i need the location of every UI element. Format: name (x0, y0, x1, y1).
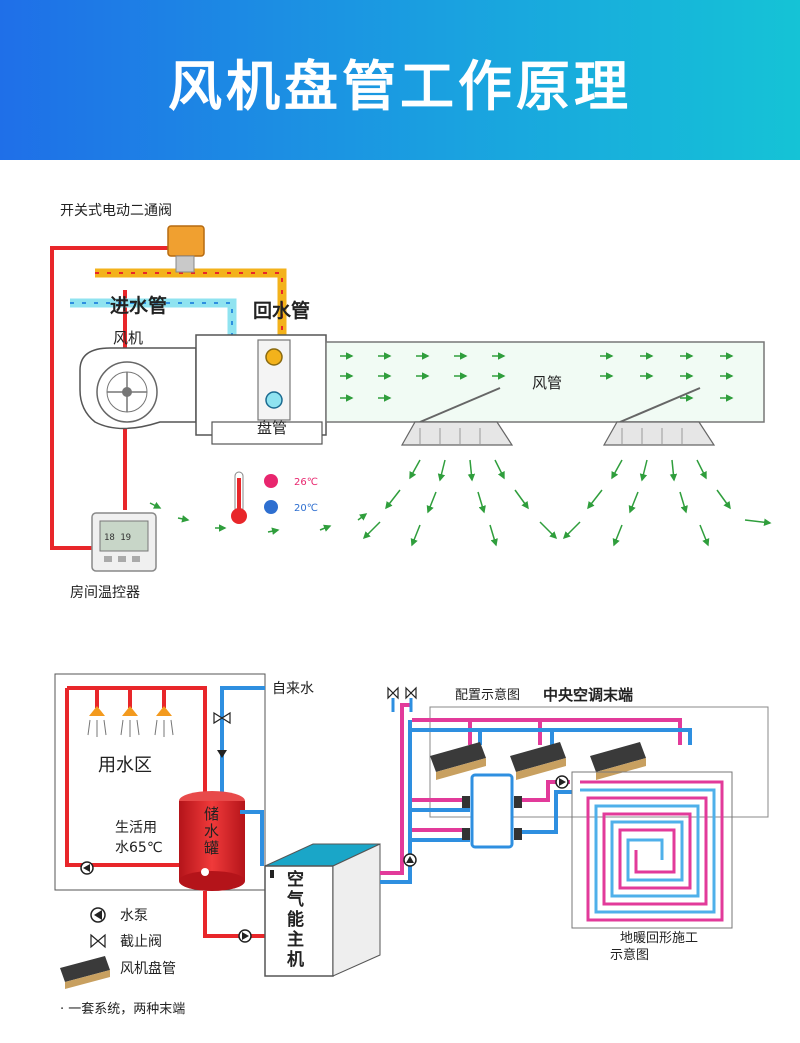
thermostat-label: 房间温控器 (70, 585, 140, 601)
legend-valve-icon (90, 933, 106, 949)
control-wire-left (50, 246, 170, 550)
svg-text:18 19: 18 19 (104, 533, 131, 543)
host-char-5: 机 (287, 949, 304, 970)
distributor-tank (470, 773, 514, 849)
shower-icons (87, 706, 174, 737)
tank-host-hot-pipe (203, 891, 268, 938)
supply-air-arrows (149, 459, 772, 547)
legend-fan-coil-label: 风机盘管 (120, 960, 176, 977)
floor-heating-label-2: 示意图 (610, 947, 649, 963)
host-supply-pipe (380, 703, 412, 875)
water-zone-label: 用水区 (98, 755, 152, 776)
duct-airflow-arrows (340, 352, 734, 402)
tank-char-3: 罐 (204, 839, 219, 857)
coil-label: 盘管 (257, 419, 287, 437)
hot-supply-pipe (67, 686, 207, 800)
config-label: 配置示意图 (455, 687, 520, 703)
thermostat-device: 18 19 (91, 512, 157, 572)
thermometer-icon (231, 471, 247, 524)
title-banner: 风机盘管工作原理 (0, 0, 800, 160)
tap-valve-icon (213, 711, 231, 725)
tank-char-1: 储 (204, 805, 219, 823)
floor-heating-coil (571, 771, 733, 929)
storage-tank (179, 791, 245, 891)
host-char-1: 空 (287, 869, 304, 890)
hot-temp-dot (264, 474, 278, 488)
valve-body-icon (175, 255, 195, 273)
legend-fan-coil-icon (60, 956, 110, 989)
inlet-label: 进水管 (110, 294, 167, 317)
tap-water-label: 自来水 (272, 681, 314, 697)
tank-host-cold-pipe (240, 810, 264, 866)
legend-valve-label: 截止阀 (120, 934, 162, 950)
host-char-3: 能 (287, 909, 304, 930)
legend-pump-label: 水泵 (120, 908, 148, 924)
cold-temp-dot (264, 500, 278, 514)
fan-coil-unit-3 (590, 742, 646, 780)
supply-pipe-flow (95, 272, 283, 350)
fan-label: 风机 (113, 329, 143, 347)
ac-supply-header (412, 718, 682, 745)
host-char-2: 气 (286, 889, 304, 910)
legend: 水泵 截止阀 风机盘管 (60, 907, 176, 989)
air-energy-host (264, 843, 381, 977)
electric-valve-icon (167, 225, 205, 257)
terminal-valve-icons (387, 686, 417, 700)
coil-port-cold (265, 391, 283, 409)
hot-temp-label: 26℃ (294, 477, 318, 488)
tank-char-2: 水 (204, 822, 219, 840)
page-title: 风机盘管工作原理 (168, 55, 632, 118)
host-char-4: 主 (287, 929, 304, 950)
coil-port-hot (265, 348, 283, 366)
hot-return-pipe (65, 688, 195, 867)
duct-label: 风管 (532, 374, 562, 392)
fan-coil-unit-1 (430, 742, 486, 780)
diagram-canvas: 开关式电动二通阀 进水管 回水管 风机 盘管 风管 (50, 203, 772, 1017)
return-label: 回水管 (253, 299, 310, 322)
diffuser-right (602, 387, 716, 446)
water-zone-box (54, 673, 266, 891)
fan-coil-unit-2 (510, 742, 566, 780)
floor-heating-label-1: 地暖回形施工 (620, 931, 698, 946)
central-ac-label: 中央空调末端 (543, 686, 633, 704)
valve-label: 开关式电动二通阀 (60, 203, 172, 219)
diffuser-left (400, 387, 514, 446)
domestic-water-label-1: 生活用 (115, 820, 157, 836)
ac-return-header (410, 728, 692, 745)
host-return-pipe (380, 720, 412, 884)
domestic-water-label-2: 水65℃ (115, 840, 163, 856)
footnote: · 一套系统，两种末端 (60, 1001, 185, 1017)
cold-temp-label: 20℃ (294, 503, 318, 514)
tap-water-pipe (220, 686, 265, 800)
terminal-zone-box (429, 706, 769, 818)
